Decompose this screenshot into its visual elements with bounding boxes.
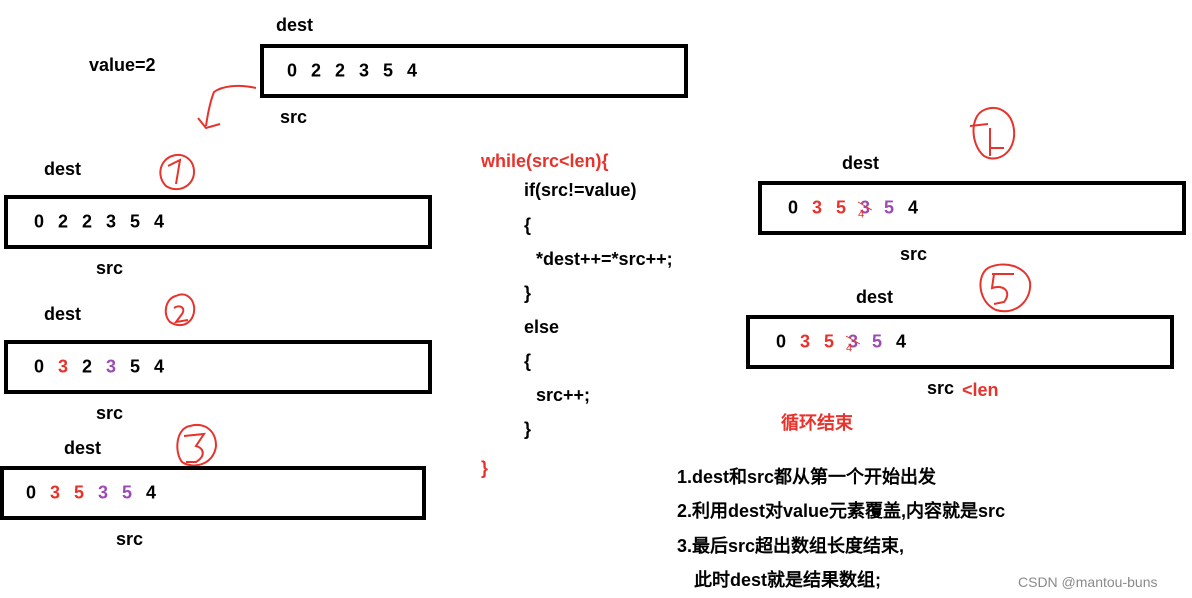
flow-arrow-icon (197, 84, 257, 130)
note-line-2: 2.利用dest对value元素覆盖,内容就是src (677, 501, 1006, 521)
array-cell: 5 (130, 356, 141, 377)
array-cell: 3 (106, 211, 117, 232)
step-circle-1-icon (159, 154, 196, 191)
array-cell: 2 (311, 60, 322, 81)
array-cell-src: 5 (122, 482, 133, 503)
code-line-while-close: } (481, 458, 489, 478)
array-cell: 4 (146, 482, 157, 503)
array-cell: 2 (82, 356, 93, 377)
array-cell-written: 3 (50, 482, 61, 503)
array-cell-written: 3 (812, 197, 823, 218)
dest-label-step2: dest (44, 304, 82, 324)
array-cell: 4 (154, 211, 165, 232)
array-cell: 0 (26, 482, 37, 503)
src-label-step4: src (900, 244, 928, 264)
overwrite-digit: 4 (846, 342, 853, 355)
overwrite-digit: 4 (858, 208, 865, 221)
array-cell: 2 (58, 211, 69, 232)
array-cell: 0 (34, 356, 45, 377)
src-label-step3: src (116, 529, 144, 549)
array-cell: 0 (776, 331, 787, 352)
array-cell: 4 (908, 197, 919, 218)
array-cell: 0 (788, 197, 799, 218)
array-cell-src: 3 (98, 482, 109, 503)
src-label-initial: src (280, 107, 308, 127)
value-label: value=2 (89, 55, 156, 75)
array-cell-written: 5 (836, 197, 847, 218)
step-circle-3-icon (176, 424, 218, 467)
code-line-brace-open-2: { (524, 351, 532, 371)
array-cell: 0 (287, 60, 298, 81)
loop-end-label: 循环结束 (781, 413, 853, 433)
note-line-3: 3.最后src超出数组长度结束, (677, 536, 905, 556)
array-cell-src: 3 (106, 356, 117, 377)
array-cell-src: 5 (872, 331, 883, 352)
array-cell: 3 (359, 60, 370, 81)
src-label-step1: src (96, 258, 124, 278)
array-cell: 0 (34, 211, 45, 232)
code-line-src-inc: src++; (536, 385, 591, 405)
array-cell-written: 5 (824, 331, 835, 352)
array-cell: 4 (407, 60, 418, 81)
code-line-brace-close: } (524, 283, 532, 303)
src-len-label: <len (962, 380, 999, 400)
step-circle-4-icon (969, 107, 1016, 160)
dest-label-step1: dest (44, 159, 82, 179)
code-line-if: if(src!=value) (524, 180, 637, 200)
dest-label-step4: dest (842, 153, 880, 173)
code-line-assign: *dest++=*src++; (536, 249, 673, 269)
code-line-brace-open: { (524, 215, 532, 235)
dest-label-step5: dest (856, 287, 894, 307)
array-cell-written: 3 (800, 331, 811, 352)
src-label-step5: src (927, 378, 955, 398)
array-cell: 2 (335, 60, 346, 81)
step-circle-5-icon (979, 263, 1032, 313)
code-line-brace-close-2: } (524, 419, 532, 439)
note-line-4: 此时dest就是结果数组; (694, 570, 882, 590)
step-circle-2-icon (164, 293, 196, 327)
array-cell: 5 (383, 60, 394, 81)
note-line-1: 1.dest和src都从第一个开始出发 (677, 467, 937, 487)
array-cell: 2 (82, 211, 93, 232)
code-line-else: else (524, 317, 560, 337)
array-cell-src: 5 (884, 197, 895, 218)
dest-label-initial: dest (276, 15, 314, 35)
array-cell-written: 5 (74, 482, 85, 503)
watermark: CSDN @mantou-buns (1018, 574, 1158, 590)
src-label-step2: src (96, 403, 124, 423)
array-cell: 4 (896, 331, 907, 352)
array-cell: 5 (130, 211, 141, 232)
dest-label-step3: dest (64, 438, 102, 458)
array-cell-written: 3 (58, 356, 69, 377)
array-cell: 4 (154, 356, 165, 377)
code-line-while: while(src<len){ (481, 151, 609, 171)
